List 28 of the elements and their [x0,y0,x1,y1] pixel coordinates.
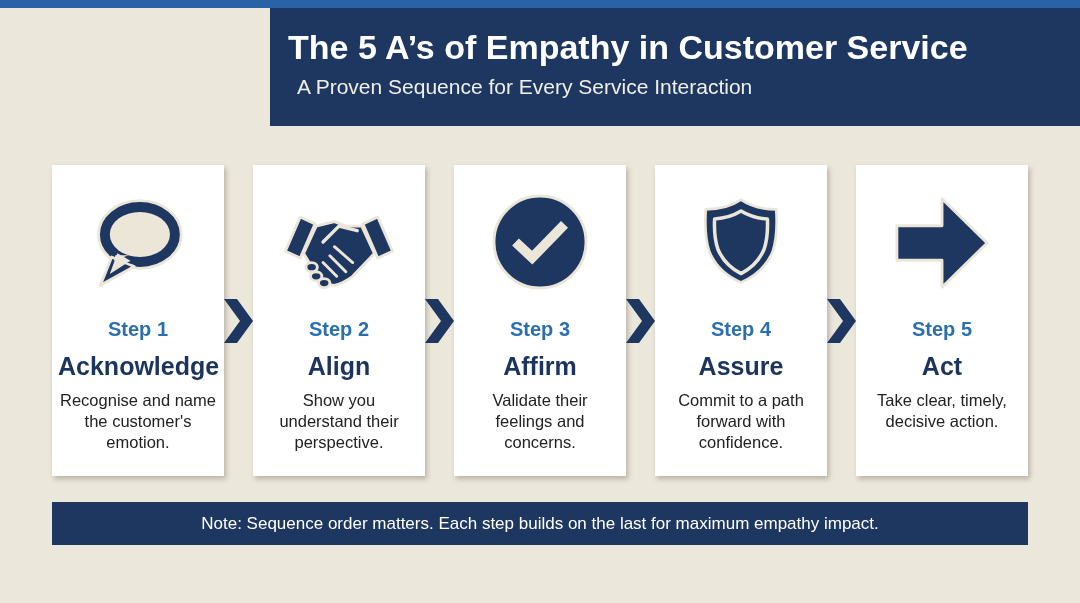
step-card [253,165,425,476]
step-card [52,165,224,476]
chevron-arrow [827,299,856,343]
step-description: Validate their feelings and concerns. [491,390,589,453]
step-description: Recognise and name the customer's emotion. [59,390,217,453]
step-card [655,165,827,476]
note-bar [52,502,1028,545]
step-title: Assure [697,351,785,381]
step-card [454,165,626,476]
step-label: Step 5 [911,317,973,341]
step-title: Acknowledge [58,351,218,381]
chevron-arrow [626,299,655,343]
step-title: Affirm [502,351,578,381]
note-text: Note: Sequence order matters. Each step builds on the last for maximum empathy impact. [201,513,879,534]
title: The 5 A’s of Empathy in Customer Service [288,28,968,67]
step-description: Commit to a path forward with confidence. [677,390,805,453]
chevron-arrow [224,299,253,343]
step-title: Act [920,351,964,381]
step-label: Step 1 [107,317,169,341]
step-description: Show you understand their perspective. [278,390,400,453]
step-title: Align [306,351,372,381]
step-label: Step 4 [710,317,772,341]
step-label: Step 3 [509,317,571,341]
step-description: Take clear, timely, decisive action. [876,390,1008,432]
subtitle: A Proven Sequence for Every Service Interaction [297,75,753,99]
step-card [856,165,1028,476]
chevron-arrow [425,299,454,343]
step-label: Step 2 [308,317,370,341]
